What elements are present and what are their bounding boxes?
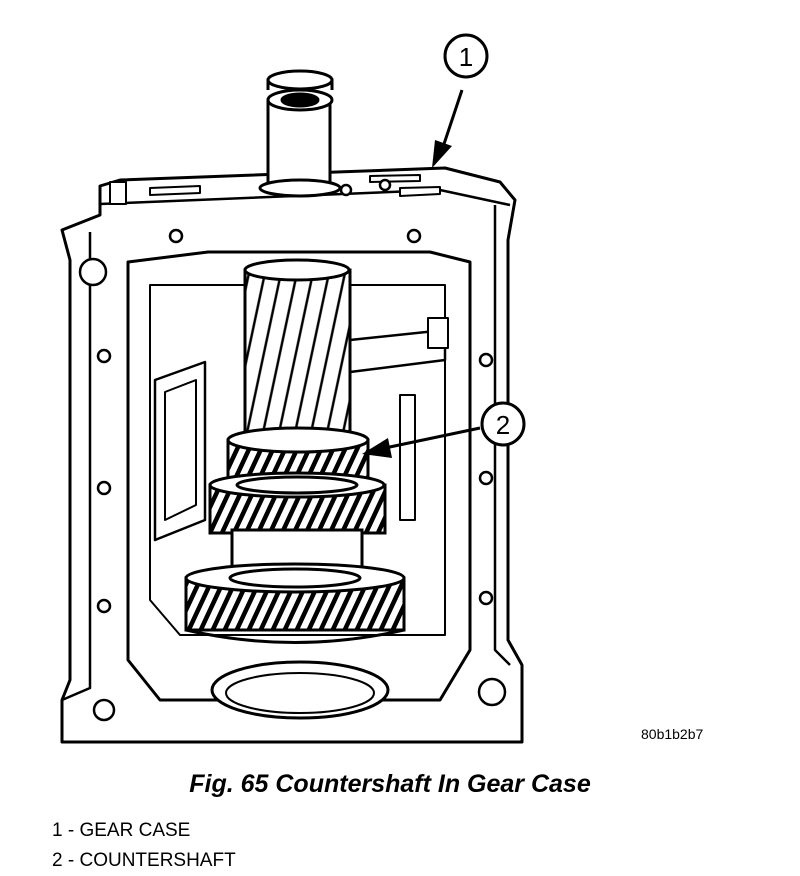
figure-code: 80b1b2b7 <box>641 726 704 742</box>
callout-2-number: 2 <box>496 410 510 440</box>
gear-case-diagram: 1 2 <box>60 33 526 744</box>
bolt <box>339 183 353 197</box>
legend-separator: - <box>62 850 80 871</box>
bottom-bore-inner <box>225 672 375 714</box>
mount-hole <box>78 257 108 287</box>
left-side-bracket <box>153 360 207 542</box>
callout-1: 1 <box>432 33 489 168</box>
callout-1-arrowhead <box>432 140 452 168</box>
top-slot-mid <box>369 174 421 183</box>
figure-caption: Fig. 65 Countershaft In Gear Case <box>189 770 591 798</box>
legend-number: 1 <box>52 820 63 841</box>
countershaft <box>184 258 406 644</box>
case-left-flange <box>61 232 92 702</box>
callout-2-arrowhead <box>362 438 392 458</box>
bolt <box>478 590 494 606</box>
legend-separator: - <box>62 820 80 841</box>
callout-1-number: 1 <box>459 42 473 72</box>
bolt <box>378 178 392 192</box>
bolt <box>168 228 184 244</box>
callout-2: 2 <box>362 401 526 458</box>
top-slot-left <box>149 185 201 196</box>
case-right-edge <box>493 205 511 666</box>
bolt <box>96 348 112 364</box>
case-bolts <box>78 178 507 722</box>
case-inner-back-wall <box>149 284 446 636</box>
bolt <box>406 228 422 244</box>
legend-label: COUNTERSHAFT <box>79 850 236 871</box>
bolt <box>96 480 112 496</box>
legend-item: 2 - COUNTERSHAFT <box>52 846 236 876</box>
callout-2-leader <box>384 426 481 450</box>
left-side-bracket-inner <box>164 379 197 521</box>
legend-label: GEAR CASE <box>79 820 191 841</box>
bolt <box>478 470 494 486</box>
right-post <box>427 317 449 349</box>
top-slot-right <box>399 186 441 197</box>
mount-hole <box>477 677 507 707</box>
left-post <box>109 181 127 205</box>
legend-item: 1 - GEAR CASE <box>52 816 236 846</box>
legend-number: 2 <box>52 850 63 871</box>
bolt <box>96 598 112 614</box>
bolt <box>478 352 494 368</box>
shaft-spline <box>243 268 352 447</box>
callout-1-leader <box>440 89 464 151</box>
mount-hole <box>92 698 116 722</box>
legend: 1 - GEAR CASE 2 - COUNTERSHAFT <box>52 816 236 876</box>
input-shaft <box>258 69 342 198</box>
right-side-slot <box>399 394 416 521</box>
